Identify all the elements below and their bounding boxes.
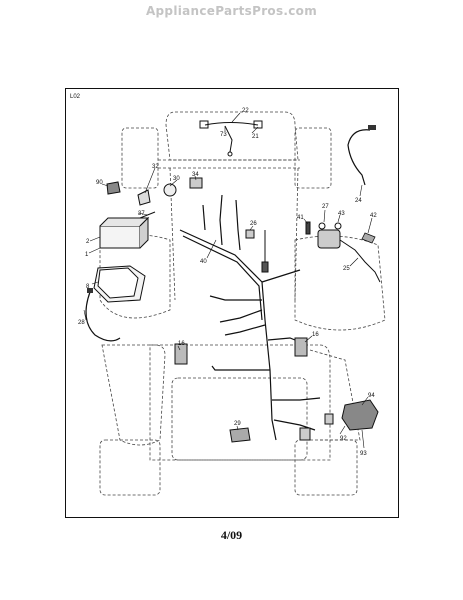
headlight-harness <box>199 120 263 157</box>
cable-24-end <box>368 125 376 130</box>
watermark: AppliancePartsPros.com <box>145 4 318 18</box>
callout-22: 22 <box>242 108 249 114</box>
callout-24: 24 <box>355 198 362 204</box>
connector-26 <box>245 229 269 273</box>
callout-73: 73 <box>220 132 227 138</box>
callout-28: 28 <box>78 320 85 326</box>
callout-8: 8 <box>86 284 90 290</box>
callout-41: 41 <box>297 215 304 221</box>
callout-25: 25 <box>343 266 350 272</box>
callout-34: 34 <box>192 172 199 178</box>
callout-numbers: 22 73 21 32 30 34 90 37 2 1 26 40 41 27 … <box>78 108 377 457</box>
callout-29: 29 <box>234 421 241 427</box>
callout-16-right: 16 <box>312 332 319 338</box>
battery-cable <box>85 291 121 342</box>
starter-cable <box>339 239 381 283</box>
callout-40: 40 <box>200 259 207 265</box>
callout-37: 37 <box>138 211 145 217</box>
callout-32: 32 <box>152 164 159 170</box>
interlock-29 <box>229 427 251 443</box>
callout-21: 21 <box>252 134 259 140</box>
connector-16 <box>299 427 311 441</box>
battery-tray <box>93 265 146 303</box>
callout-92: 92 <box>340 436 347 442</box>
callout-26: 26 <box>250 221 257 227</box>
main-harness <box>179 194 321 441</box>
diagram-code-label: L02 <box>70 94 81 100</box>
battery <box>99 216 150 249</box>
callout-16-left: 16 <box>178 341 185 347</box>
cable-terminal <box>87 288 93 293</box>
callout-30: 30 <box>173 176 180 182</box>
switch-assembly <box>324 399 379 431</box>
diagram-frame <box>65 88 399 518</box>
callout-94: 94 <box>368 393 375 399</box>
callout-leaders <box>83 112 373 449</box>
ignition-components <box>106 177 203 206</box>
callout-27: 27 <box>322 204 329 210</box>
seat-switch <box>174 337 308 365</box>
callout-2: 2 <box>86 239 90 245</box>
ground-strap <box>361 232 376 244</box>
starter-solenoid <box>305 221 342 249</box>
tractor-outline <box>99 111 386 496</box>
callout-42: 42 <box>370 213 377 219</box>
page-code: 4/09 <box>220 528 243 542</box>
callout-1: 1 <box>85 252 89 258</box>
callout-43: 43 <box>338 211 345 217</box>
callout-90: 90 <box>96 180 103 186</box>
callout-93: 93 <box>360 451 367 457</box>
cable-24 <box>347 129 371 186</box>
